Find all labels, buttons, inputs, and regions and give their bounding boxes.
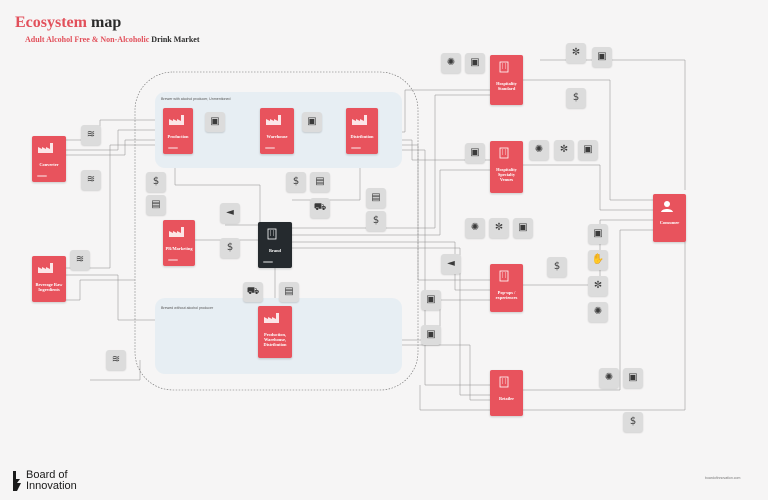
- sun-icon: ✺: [588, 302, 608, 322]
- dollar-icon: $: [146, 172, 166, 192]
- chart-icon: ▤: [146, 195, 166, 215]
- page-title: Ecosystem map: [15, 14, 121, 32]
- actor-distribution-label: Distribution: [350, 134, 374, 139]
- actor-hospitality-specialty[interactable]: Hospitality Specialty Venues: [490, 141, 523, 193]
- sun-icon: ✺: [465, 218, 485, 238]
- box-icon: ▣: [465, 143, 485, 163]
- actor-retailer[interactable]: Retailer: [490, 370, 523, 416]
- actor-hospitality-specialty-label: Hospitality Specialty Venues: [496, 167, 517, 182]
- dollar-icon: $: [547, 257, 567, 277]
- box-icon: ▣: [421, 290, 441, 310]
- actor-hospitality-standard-label: Hospitality Standard: [496, 81, 517, 91]
- brain-icon: ✼: [489, 218, 509, 238]
- actor-production-combined[interactable]: Production, Warehouse, Distribution: [258, 306, 292, 358]
- actor-production-label: Production: [167, 134, 189, 139]
- alcohol-zone-label: Brewer with alcohol producer, Unmentione…: [161, 97, 231, 101]
- factory-icon: [169, 227, 184, 237]
- actor-production-combined-label: Production, Warehouse, Distribution: [263, 332, 287, 347]
- box-icon: ▣: [205, 112, 225, 132]
- title-dark-part: map: [90, 14, 122, 31]
- chart-icon: ▤: [310, 172, 330, 192]
- subtitle-dark-part: Drink Market: [151, 35, 200, 44]
- dollar-icon: $: [286, 172, 306, 192]
- subtitle-red-part: Adult Alcohol Free & Non-Alcoholic: [25, 35, 150, 44]
- hand-icon: ✋: [588, 250, 608, 270]
- actor-distribution[interactable]: Distribution: [346, 108, 378, 154]
- chart-icon: ▤: [279, 282, 299, 302]
- actor-hospitality-standard[interactable]: Hospitality Standard: [490, 55, 523, 105]
- logo-line-1: Board of: [26, 469, 68, 481]
- brain-icon: ✼: [588, 276, 608, 296]
- box-icon: ▣: [623, 368, 643, 388]
- actor-popups-label: Pop-ups / experiences: [495, 290, 518, 300]
- chart-icon: ▤: [366, 188, 386, 208]
- layers-icon: ≋: [81, 170, 101, 190]
- actor-brand-label: Brand: [269, 248, 281, 253]
- factory-icon: [264, 313, 279, 323]
- dollar-icon: $: [366, 211, 386, 231]
- dollar-icon: $: [623, 412, 643, 432]
- actor-pr-marketing-label: PR/Marketing: [165, 246, 193, 251]
- actor-beverage-raw-label: Beverage Raw Ingredients: [35, 282, 63, 292]
- building-icon: [499, 270, 509, 282]
- box-icon: ▣: [592, 47, 612, 67]
- actor-converter[interactable]: Converter: [32, 136, 66, 182]
- layers-icon: ≋: [81, 125, 101, 145]
- building-icon: [267, 228, 277, 240]
- actor-production[interactable]: Production: [163, 108, 193, 154]
- factory-icon: [352, 115, 367, 125]
- truck-icon: ⛟: [243, 282, 263, 302]
- box-icon: ▣: [588, 224, 608, 244]
- megaphone-icon: ◄: [220, 203, 240, 223]
- truck-icon: ⛟: [310, 198, 330, 218]
- footer-url: boardofinnovation.com: [705, 476, 741, 480]
- box-icon: ▣: [421, 325, 441, 345]
- actor-warehouse-label: Warehouse: [266, 134, 288, 139]
- dollar-icon: $: [566, 88, 586, 108]
- title-red-part: Ecosystem: [15, 14, 87, 31]
- page-subtitle: Adult Alcohol Free & Non-Alcoholic Drink…: [25, 35, 200, 44]
- building-icon: [499, 147, 509, 159]
- actor-consumer[interactable]: Consumer: [653, 194, 686, 242]
- layers-icon: ≋: [70, 250, 90, 270]
- box-icon: ▣: [513, 218, 533, 238]
- actor-beverage-raw[interactable]: Beverage Raw Ingredients: [32, 256, 66, 302]
- logo-mark-icon: [13, 471, 21, 491]
- brain-icon: ✼: [566, 43, 586, 63]
- actor-popups[interactable]: Pop-ups / experiences: [490, 264, 523, 312]
- actor-warehouse[interactable]: Warehouse: [260, 108, 294, 154]
- building-icon: [499, 61, 509, 73]
- factory-icon: [38, 263, 53, 273]
- sun-icon: ✺: [599, 368, 619, 388]
- brain-icon: ✼: [554, 140, 574, 160]
- person-icon: [661, 201, 673, 212]
- factory-icon: [38, 143, 53, 153]
- actor-retailer-label: Retailer: [498, 396, 515, 401]
- megaphone-icon: ◄: [441, 254, 461, 274]
- layers-icon: ≋: [106, 350, 126, 370]
- box-icon: ▣: [578, 140, 598, 160]
- actor-converter-label: Converter: [39, 162, 59, 167]
- logo-line-2: Innovation: [26, 480, 77, 492]
- factory-icon: [266, 115, 281, 125]
- sun-icon: ✺: [441, 53, 461, 73]
- non-alcohol-zone-label: Brewed without alcohol producer: [161, 306, 214, 310]
- dollar-icon: $: [220, 238, 240, 258]
- sun-icon: ✺: [529, 140, 549, 160]
- actor-brand[interactable]: Brand: [258, 222, 292, 268]
- actor-consumer-label: Consumer: [659, 220, 680, 225]
- box-icon: ▣: [302, 112, 322, 132]
- building-icon: [499, 376, 509, 388]
- actor-pr-marketing[interactable]: PR/Marketing: [163, 220, 195, 266]
- factory-icon: [169, 115, 184, 125]
- box-icon: ▣: [465, 53, 485, 73]
